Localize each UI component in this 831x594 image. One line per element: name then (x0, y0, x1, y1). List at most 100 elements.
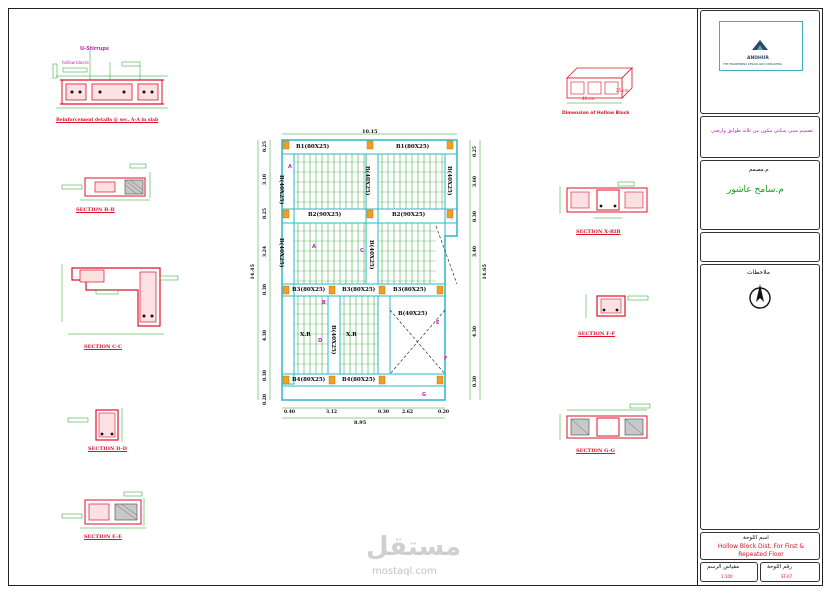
right-dim-value: 0.30 (473, 376, 478, 387)
left-dim-value: 3.10 (263, 174, 268, 185)
beam-b2-right: B2(90X25) (392, 212, 426, 218)
watermark-arabic: مستقل (366, 532, 462, 562)
left-dim-value: 0.30 (263, 284, 268, 295)
plan-right-total: 14.65 (482, 264, 488, 280)
section-gg-drawing (559, 403, 651, 440)
north-arrow-icon (749, 284, 771, 309)
xrib-2: X.R (346, 332, 357, 338)
beam-b1-right: B1(80X25) (396, 144, 430, 150)
left-dim-value: 4.30 (263, 330, 268, 341)
empty-cell (700, 232, 820, 262)
board-cell: اسم اللوحة Hollow Block Dist. For First … (700, 532, 820, 560)
section-xrib-title: SECTION X-RIB (576, 229, 621, 235)
title-block: ANDHUR THE ENGINEERING DESIGN AND CONSUL… (697, 8, 823, 586)
project-desc: تصميم مبنى سكني مكون من ثلاثة طوابق وارض… (711, 128, 813, 134)
hollow-depth-dim: 25 cm (616, 88, 629, 93)
designer-cell: م.مصمم م.سامح عاشور (700, 160, 820, 230)
bottom-dim-value: 3.12 (326, 410, 337, 415)
left-dim-value: 3.24 (263, 246, 268, 257)
beam-b3-a: B3(80X25) (292, 287, 326, 293)
section-bb-title: SECTION B-B (76, 207, 115, 213)
xrib-1: X.R (300, 332, 311, 338)
section-mark: A (288, 164, 292, 170)
watermark-latin: mostaql.com (372, 566, 437, 577)
section-mark: C (360, 248, 364, 254)
notes-label: ملاحظات (747, 269, 770, 276)
scale-value: 1:100 (721, 574, 733, 579)
designer-name: م.سامح عاشور (727, 185, 784, 195)
left-dim-value: 0.25 (263, 208, 268, 219)
section-mark: E (436, 320, 440, 326)
beam-bv-4: B(40X25) (278, 238, 284, 268)
hollow-dim-title: Dimension of Hollow Block (562, 111, 630, 116)
section-ee-drawing (61, 491, 146, 529)
hollow-width-dim: 40 cm (582, 96, 595, 101)
bottom-dim-value: 0.30 (378, 410, 389, 415)
left-dim-value: 0.25 (263, 141, 268, 152)
section-ff-drawing (585, 294, 649, 318)
board-name: Hollow Block Dist. For First & Repeated … (717, 543, 805, 558)
scale-cell: مقياس الرسم 1:100 (700, 562, 758, 582)
section-ff-title: SECTION F-F (578, 331, 616, 337)
notes-cell: ملاحظات N (700, 264, 820, 530)
section-gg-title: SECTION G-G (576, 448, 615, 454)
designer-label: م.مصمم (749, 167, 769, 173)
section-ee-title: SECTION E-E (84, 534, 122, 540)
bottom-dim-value: 0.20 (438, 410, 449, 415)
project-cell: تصميم مبنى سكني مكون من ثلاثة طوابق وارض… (700, 116, 820, 158)
section-mark: A (312, 244, 316, 250)
section-mark: D (318, 338, 323, 344)
beam-bv-6: B(40X25) (330, 325, 336, 355)
beam-b1-left: B1(80X25) (296, 144, 330, 150)
company-sub: THE ENGINEERING DESIGN AND CONSULTING (723, 63, 782, 66)
section-mark: G (422, 392, 427, 398)
right-dim-value: 0.25 (473, 146, 478, 157)
beam-b4-a: B4(80X25) (292, 377, 326, 383)
u-stirrup-label: U-Stirrups (80, 46, 109, 52)
logo-cell: ANDHUR THE ENGINEERING DESIGN AND CONSUL… (700, 10, 820, 114)
sheet-label: رقم اللوحة (767, 564, 792, 570)
left-dim-value: 0.30 (263, 370, 268, 381)
beam-b3-b: B3(80X25) (342, 287, 376, 293)
plan-left-total: 14.45 (250, 264, 256, 280)
drawing-sheet (8, 8, 823, 586)
section-dd-drawing (67, 408, 123, 442)
company-logo-icon (752, 40, 768, 50)
reinforcement-title: Reinforcement details @ sec. A-A in slab (56, 118, 159, 123)
sheet-cell: رقم اللوحة ST-07 (760, 562, 820, 582)
north-letter: N (779, 287, 783, 292)
section-cc-title: SECTION C-C (84, 344, 123, 350)
board-name-label: اسم اللوحة (743, 535, 769, 541)
bottom-dim-value: 2.62 (402, 410, 413, 415)
section-dd-title: SECTION D-D (88, 446, 127, 452)
hollow-blocks-label: hollow blocks (62, 60, 89, 65)
hollow-block-drawing (566, 67, 633, 104)
left-dim-value: 0.20 (263, 394, 268, 405)
company-name: ANDHUR (747, 56, 769, 61)
scale-label: مقياس الرسم (707, 564, 740, 570)
plan-top-dim: 10.15 (362, 129, 378, 135)
right-dim-value: 3.40 (473, 246, 478, 257)
right-dim-value: 3.60 (473, 176, 478, 187)
beam-bv-3: B(40X25) (446, 166, 452, 196)
beam-bv-2: B(40X25) (364, 166, 370, 196)
section-xrib-drawing (559, 181, 648, 219)
logo-frame (719, 21, 803, 71)
bottom-dim-value: 0.40 (284, 410, 295, 415)
beam-bv-1: B(40X25) (278, 175, 284, 205)
beam-b3-c: B3(80X25) (393, 287, 427, 293)
beam-bv-5: B(40X25) (368, 240, 374, 270)
reinforcement-detail (52, 50, 168, 109)
section-mark: B (322, 300, 326, 306)
section-mark: F (444, 356, 448, 362)
floor-plan (257, 133, 481, 419)
sheet-value: ST-07 (781, 574, 793, 579)
right-dim-value: 4.30 (473, 326, 478, 337)
section-cc-drawing (61, 264, 179, 335)
section-bb-drawing (61, 163, 151, 201)
beam-b2-left: B2(90X25) (308, 212, 342, 218)
beam-bh-1: B(40X25) (398, 311, 428, 317)
beam-b4-b: B4(80X25) (342, 377, 376, 383)
right-dim-value: 0.30 (473, 211, 478, 222)
